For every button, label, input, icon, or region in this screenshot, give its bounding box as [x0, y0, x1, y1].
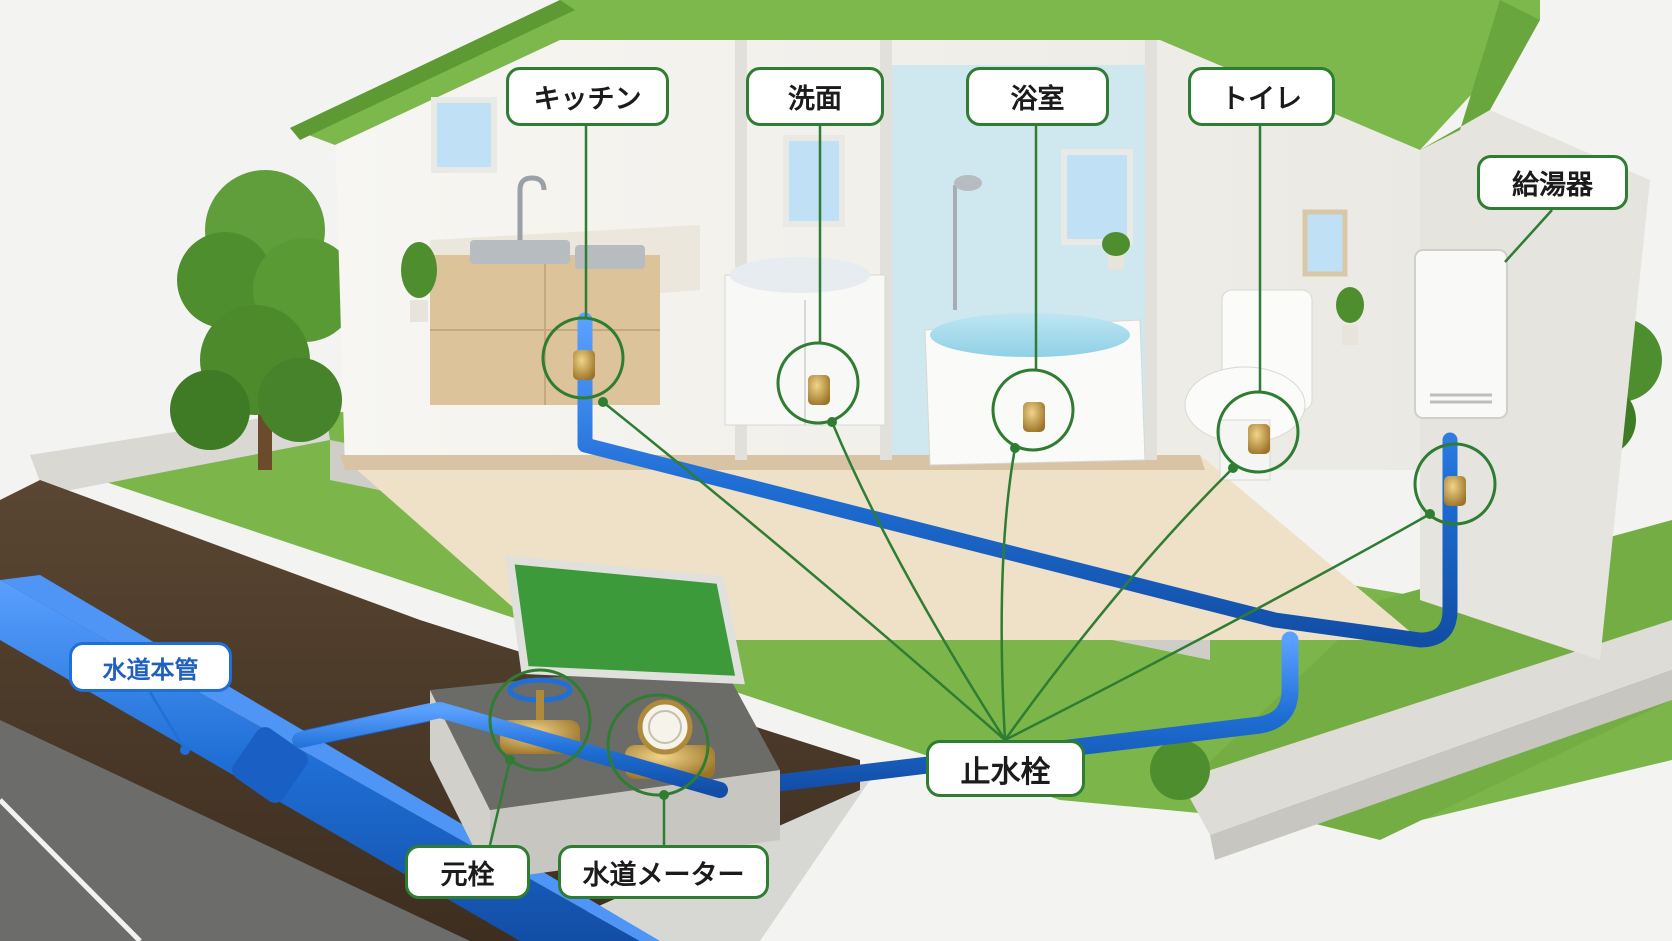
water-main-leader: [148, 691, 187, 751]
foundation: [30, 408, 330, 495]
kitchen-sink-icon: [430, 175, 700, 405]
label-water-heater: 給湯器: [1477, 155, 1628, 210]
valve-callouts: [488, 316, 1497, 797]
meter-box-lid: [505, 555, 745, 685]
washbasin-icon: [724, 257, 886, 426]
house-right-wall: [1420, 110, 1650, 660]
label-stopcock: 止水栓: [926, 740, 1085, 797]
water-heater-icon: [1414, 249, 1508, 419]
leader-lines: [488, 126, 1553, 846]
toilet-icon: [1184, 289, 1313, 481]
label-washroom: 洗面: [746, 67, 884, 126]
label-bathroom: 浴室: [966, 67, 1109, 126]
label-kitchen: キッチン: [506, 67, 669, 126]
leader-dots: [505, 397, 1435, 800]
label-main-valve: 元栓: [405, 845, 530, 899]
roof: [290, 0, 1540, 150]
valve-bodies: [573, 350, 1466, 506]
window-icon: [431, 97, 1348, 277]
label-water-meter: 水道メーター: [558, 845, 769, 899]
label-toilet: トイレ: [1188, 67, 1335, 126]
curb-right: [1180, 620, 1672, 835]
shower-icon: [953, 175, 982, 310]
label-water-main: 水道本管: [69, 642, 232, 692]
potted-plant-icon: [401, 232, 1364, 345]
